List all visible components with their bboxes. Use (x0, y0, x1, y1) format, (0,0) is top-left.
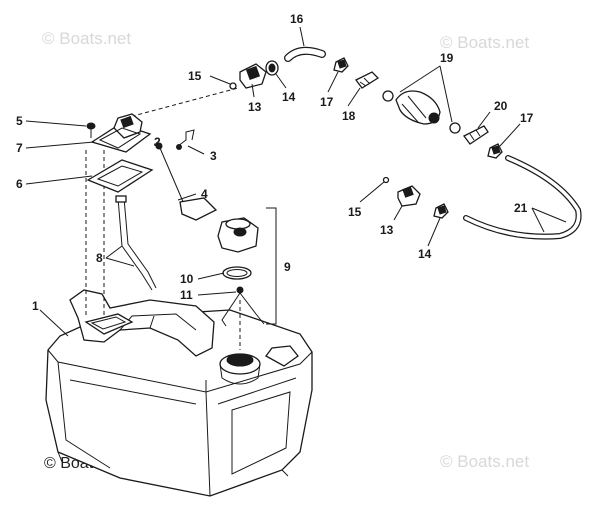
callout-3: 3 (210, 149, 217, 163)
callout-18: 18 (342, 109, 356, 123)
gasket (86, 159, 154, 193)
tank-connector-lower (397, 185, 421, 207)
locator-line-connector (117, 87, 239, 121)
leader-lines (25, 26, 567, 337)
callout-6: 6 (16, 177, 23, 191)
callout-5: 5 (16, 114, 23, 128)
callout-10: 10 (180, 272, 194, 286)
callout-7: 7 (16, 141, 23, 155)
callout-9: 9 (284, 260, 291, 274)
callout-13-lower: 13 (380, 223, 394, 237)
watermark-bottom-right: © Boats.net (440, 452, 529, 471)
callout-17-right: 17 (520, 111, 534, 125)
callout-4: 4 (201, 187, 208, 201)
hose-clamp-lower (433, 203, 449, 219)
primer-bulb (382, 90, 461, 134)
callout-20: 20 (494, 99, 508, 113)
fill-cap (217, 217, 259, 253)
callout-16: 16 (290, 12, 304, 26)
callout-numbers: 1 2 3 4 5 6 7 8 9 10 11 13 13 14 14 15 1… (16, 12, 534, 313)
watermark-top-right: © Boats.net (440, 33, 529, 52)
hose-clamp-17-upper (333, 57, 349, 73)
pickup-tube (117, 197, 153, 291)
hose-fitting (355, 71, 380, 89)
tank-connector-upper (239, 63, 267, 89)
o-ring-upper (229, 82, 237, 90)
callout-19: 19 (440, 51, 454, 65)
fuel-gauge-assembly (90, 113, 152, 153)
callout-8: 8 (96, 251, 103, 265)
callout-17-upper: 17 (320, 95, 334, 109)
o-ring-lower (382, 176, 390, 184)
clip-end (176, 144, 182, 150)
callout-21: 21 (514, 201, 528, 215)
fuel-tank (45, 289, 313, 497)
callout-11: 11 (180, 288, 193, 302)
retaining-clip (177, 129, 195, 147)
callout-15-upper: 15 (188, 69, 202, 83)
cap-tether (221, 286, 265, 327)
pickup-tube-outline (123, 197, 157, 289)
callout-1: 1 (32, 299, 39, 313)
callout-14-lower: 14 (418, 247, 432, 261)
watermark-top-left: © Boats.net (42, 29, 131, 48)
pickup-tube-end (115, 195, 127, 203)
screw (86, 122, 96, 138)
float-arm (159, 147, 218, 221)
callout-15-lower: 15 (348, 205, 362, 219)
hose-clamp-17-right (487, 143, 503, 159)
callout-2: 2 (154, 135, 161, 149)
hose-clamp-upper (265, 60, 279, 76)
group-bracket-9 (266, 207, 277, 325)
callout-14-upper: 14 (282, 90, 296, 104)
outboard-fitting (463, 125, 489, 145)
callout-13-upper: 13 (248, 100, 262, 114)
